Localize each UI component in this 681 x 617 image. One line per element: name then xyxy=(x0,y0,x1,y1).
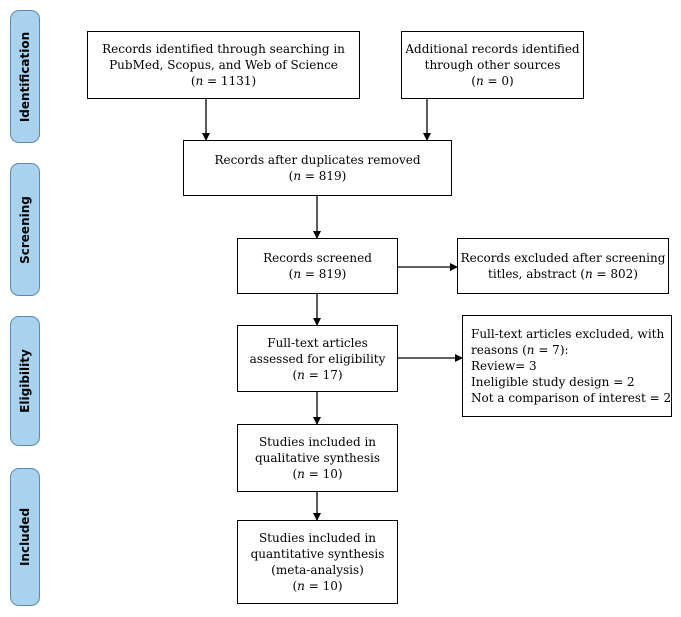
box-full-text-assessed-line2: assessed for eligibility xyxy=(249,351,386,366)
stage-eligibility: Eligibility xyxy=(10,316,40,446)
box-records-excluded-line2: titles, abstract (n = 802) xyxy=(488,267,638,281)
box-qualitative-line1: Studies included in xyxy=(258,435,377,449)
box-records-screened-line1: Records screened xyxy=(263,251,372,265)
box-qualitative-line2: qualitative synthesis xyxy=(254,451,381,465)
box-quantitative-line3: (meta-analysis) xyxy=(271,563,364,577)
box-qualitative-count: (n = 10) xyxy=(292,467,343,481)
box-duplicates-removed-count: (n = 819) xyxy=(288,169,347,183)
box-other-sources-line1: Additional records identified xyxy=(405,42,580,56)
box-database-search-line1: Records identified through searching in xyxy=(102,42,345,56)
box-quantitative-line2: quantitative synthesis xyxy=(250,547,385,561)
box-other-sources: Additional records identified through ot… xyxy=(401,31,584,99)
box-database-search-count: (n = 1131) xyxy=(190,74,257,88)
box-full-text-excluded-line1: Full-text articles excluded, with xyxy=(471,327,665,341)
box-database-search: Records identified through searching in … xyxy=(87,31,360,99)
box-records-screened: Records screened (n = 819) xyxy=(237,238,398,294)
box-full-text-excluded: Full-text articles excluded, with reason… xyxy=(462,315,672,417)
stage-included: Included xyxy=(10,468,40,606)
stage-screening: Screening xyxy=(10,163,40,296)
box-other-sources-line2: through other sources xyxy=(424,58,561,72)
box-full-text-assessed-count: (n = 17) xyxy=(292,367,343,382)
box-records-excluded: Records excluded after screening titles,… xyxy=(457,238,669,294)
box-qualitative-synthesis: Studies included in qualitative synthesi… xyxy=(237,424,398,492)
box-quantitative-count: (n = 10) xyxy=(292,579,343,593)
box-other-sources-count: (n = 0) xyxy=(471,74,514,88)
box-full-text-excluded-line2: reasons (n = 7): xyxy=(471,343,569,357)
box-full-text-assessed: Full-text articles assessed for eligibil… xyxy=(237,325,398,392)
box-records-screened-count: (n = 819) xyxy=(288,267,347,281)
exclusion-reason: Not a comparison of interest = 2 xyxy=(471,391,672,405)
exclusion-reason: Review= 3 xyxy=(471,359,537,373)
box-full-text-assessed-line1: Full-text articles xyxy=(267,335,368,350)
exclusion-reason: Ineligible study design = 2 xyxy=(471,375,635,389)
box-duplicates-removed: Records after duplicates removed (n = 81… xyxy=(183,140,452,196)
box-quantitative-line1: Studies included in xyxy=(258,531,377,545)
box-database-search-line2: PubMed, Scopus, and Web of Science xyxy=(109,58,338,72)
stage-identification: Identification xyxy=(10,10,40,143)
box-duplicates-removed-line1: Records after duplicates removed xyxy=(214,153,421,167)
box-quantitative-synthesis: Studies included in quantitative synthes… xyxy=(237,520,398,604)
box-records-excluded-line1: Records excluded after screening xyxy=(460,251,666,265)
